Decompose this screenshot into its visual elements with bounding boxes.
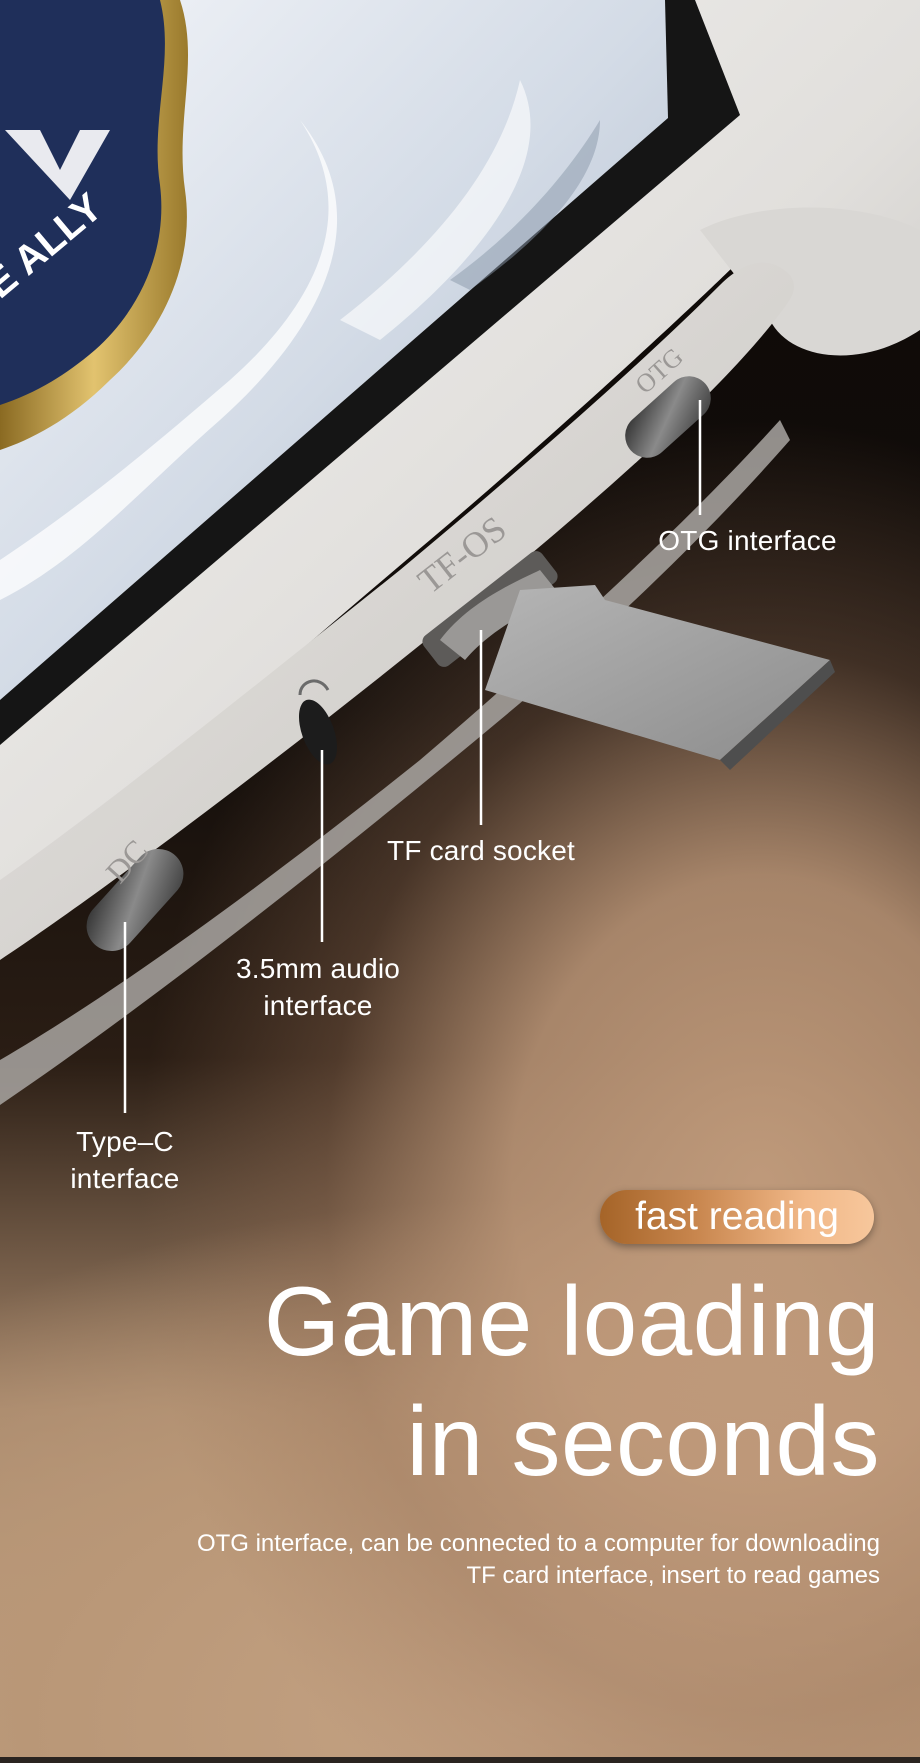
callout-tf-card-socket: TF card socket <box>360 832 602 869</box>
headline-line1: Game loading <box>263 1266 880 1376</box>
audio-jack <box>298 699 338 765</box>
bottom-border <box>0 1757 920 1763</box>
description-line1: OTG interface, can be connected to a com… <box>196 1530 880 1557</box>
fast-reading-badge: fast reading <box>600 1190 874 1244</box>
tf-card-edge <box>720 660 835 770</box>
headphone-icon <box>298 679 330 696</box>
callout-audio-line2: interface <box>263 990 373 1021</box>
callout-otg-interface: OTG interface <box>640 522 855 559</box>
typec-port <box>86 848 184 952</box>
callout-typec-line1: Type–C <box>76 1126 174 1157</box>
callout-typec-line2: interface <box>70 1163 180 1194</box>
headline-line2: in seconds <box>406 1386 880 1496</box>
device-bottom-shadow <box>0 420 790 1105</box>
otg-port <box>625 376 711 458</box>
screen-streak <box>450 120 600 290</box>
callout-audio-line1: 3.5mm audio <box>235 953 401 984</box>
callout-otg-text: OTG interface <box>658 525 837 556</box>
emblem-logo-mark <box>5 130 110 200</box>
device-port-edge <box>0 262 795 960</box>
callout-tf-text: TF card socket <box>387 835 575 866</box>
device-grip <box>700 207 920 356</box>
tf-card <box>485 585 830 760</box>
callout-typec-interface: Type–C interface <box>42 1123 208 1197</box>
description-line2: TF card interface, insert to read games <box>466 1562 880 1589</box>
screen-streak <box>340 80 531 340</box>
screen-emblem <box>0 0 165 405</box>
callout-audio-interface: 3.5mm audio interface <box>218 950 418 1024</box>
screen-streak <box>0 120 338 600</box>
